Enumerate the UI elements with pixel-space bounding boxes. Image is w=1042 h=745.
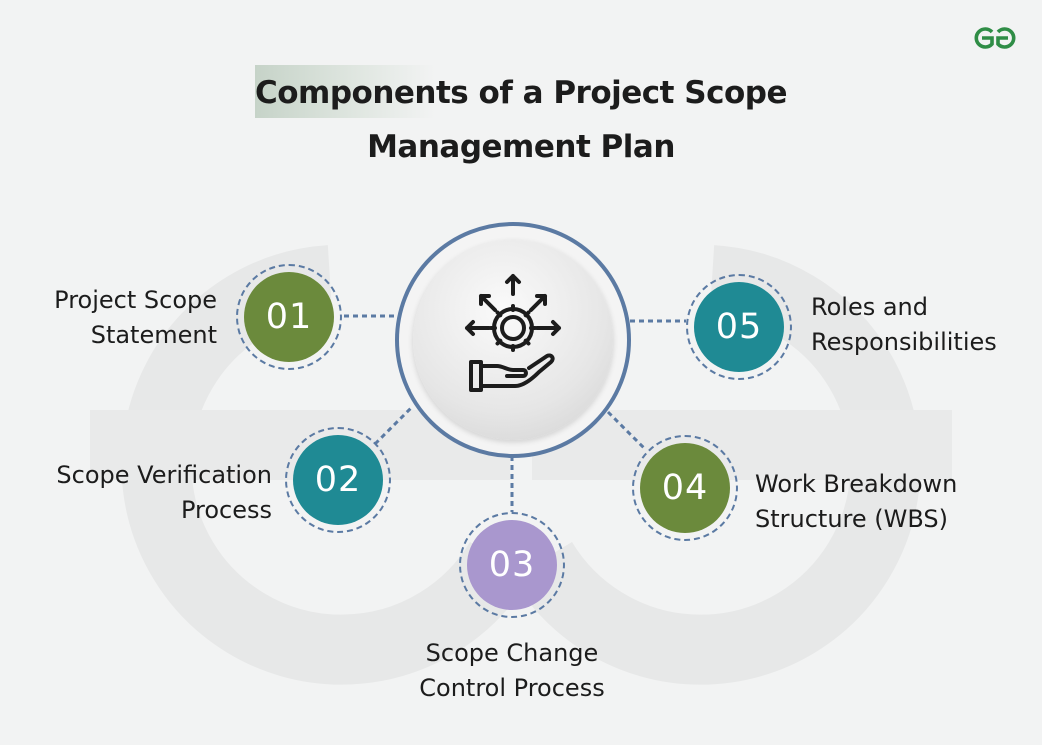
page-title: Components of a Project Scope Management… bbox=[200, 66, 842, 174]
title-line-1: Components of a Project Scope bbox=[254, 75, 788, 111]
component-label-01-line-2: Statement bbox=[90, 321, 217, 349]
component-label-05: Roles and Responsibilities bbox=[811, 290, 1026, 360]
connector-04 bbox=[606, 410, 648, 452]
geeksforgeeks-logo-icon bbox=[974, 27, 1016, 49]
component-label-04-line-2: Structure (WBS) bbox=[755, 505, 949, 533]
node-ring-01 bbox=[236, 264, 342, 370]
component-number-01: 01 bbox=[244, 272, 334, 362]
title-highlight-band bbox=[255, 65, 435, 118]
component-label-03-line-1: Scope Change bbox=[425, 639, 599, 667]
node-ring-05 bbox=[686, 274, 792, 380]
node-ring-03 bbox=[459, 512, 565, 618]
connector-02 bbox=[373, 406, 413, 446]
component-label-05-line-1: Roles and bbox=[811, 293, 928, 321]
gear-hand-icon bbox=[465, 274, 561, 392]
component-label-04-line-1: Work Breakdown bbox=[755, 470, 958, 498]
component-label-02: Scope Verification Process bbox=[20, 458, 272, 528]
component-label-02-line-1: Scope Verification bbox=[56, 461, 272, 489]
component-label-03: Scope Change Control Process bbox=[387, 636, 637, 706]
component-label-04: Work Breakdown Structure (WBS) bbox=[755, 467, 1015, 537]
node-ring-02 bbox=[285, 427, 391, 533]
component-label-02-line-2: Process bbox=[180, 496, 272, 524]
component-number-05: 05 bbox=[694, 282, 784, 372]
node-ring-04 bbox=[632, 435, 738, 541]
component-number-03: 03 bbox=[467, 520, 557, 610]
component-number-02: 02 bbox=[293, 435, 383, 525]
component-label-01-line-1: Project Scope bbox=[54, 286, 217, 314]
component-label-03-line-2: Control Process bbox=[419, 674, 605, 702]
title-line-2: Management Plan bbox=[367, 129, 675, 165]
component-number-04: 04 bbox=[640, 443, 730, 533]
component-label-05-line-2: Responsibilities bbox=[811, 328, 997, 356]
component-label-01: Project Scope Statement bbox=[20, 283, 217, 353]
